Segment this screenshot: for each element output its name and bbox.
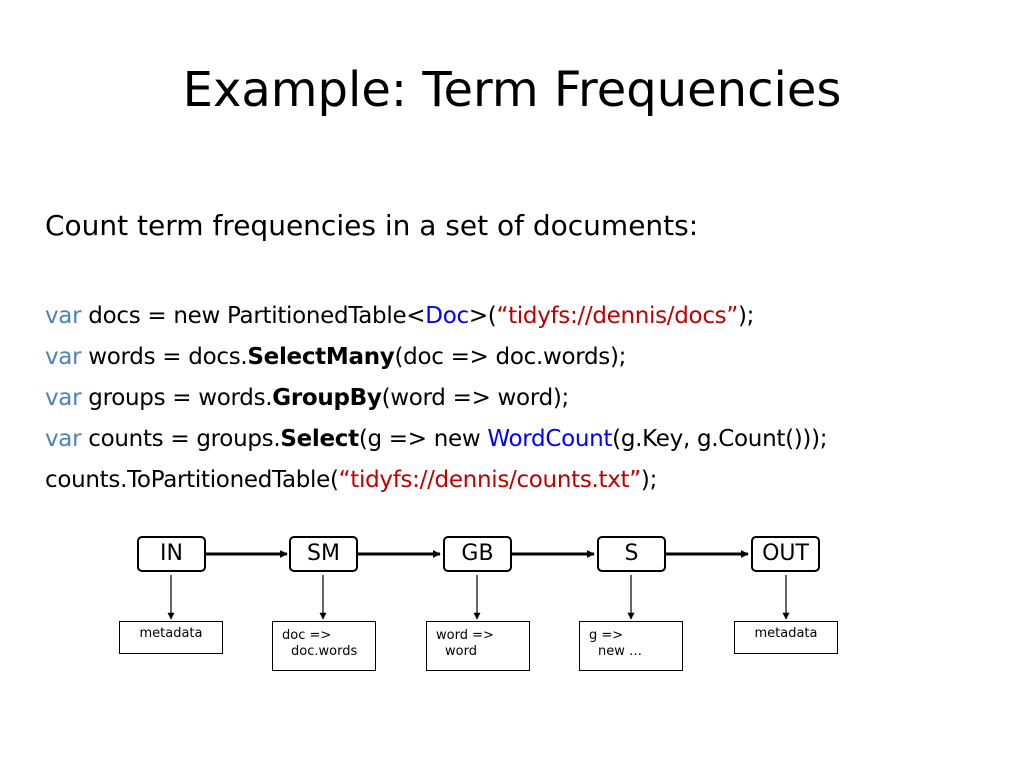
slide-title: Example: Term Frequencies xyxy=(182,62,842,118)
intro-text: Count term frequencies in a set of docum… xyxy=(45,209,699,242)
var-keyword: var xyxy=(45,344,82,370)
code-text: ); xyxy=(737,303,755,329)
method-name: Select xyxy=(280,426,359,452)
code-text: (g => new xyxy=(358,426,488,452)
method-name: GroupBy xyxy=(272,385,382,411)
type-name: WordCount xyxy=(487,426,613,452)
code-text: counts = groups. xyxy=(81,426,281,452)
code-text: >( xyxy=(468,303,497,329)
code-line-docs: var docs = new PartitionedTable<Doc>(“ti… xyxy=(45,296,827,337)
var-keyword: var xyxy=(45,385,82,411)
stage-gb: GB xyxy=(443,536,512,572)
stage-out: OUT xyxy=(751,536,820,572)
detail-box-in: metadata xyxy=(119,621,223,654)
code-block: var docs = new PartitionedTable<Doc>(“ti… xyxy=(45,296,828,501)
code-text: (word => word); xyxy=(381,385,570,411)
code-line-counts: var counts = groups.Select(g => new Word… xyxy=(45,419,828,460)
string-literal: “tidyfs://dennis/docs” xyxy=(496,303,738,329)
detail-text: g => xyxy=(589,628,624,643)
code-line-words: var words = docs.SelectMany(doc => doc.w… xyxy=(45,337,827,378)
code-text: docs = new PartitionedTable< xyxy=(81,303,426,329)
code-line-output: counts.ToPartitionedTable(“tidyfs://denn… xyxy=(45,460,827,501)
stage-in: IN xyxy=(137,536,206,572)
code-text: groups = words. xyxy=(81,385,273,411)
detail-text: word => xyxy=(436,628,494,643)
detail-box-s: g => new … xyxy=(579,621,683,671)
detail-box-gb: word => word xyxy=(426,621,530,671)
stage-s: S xyxy=(597,536,666,572)
code-text: words = docs. xyxy=(81,344,248,370)
code-text: (doc => doc.words); xyxy=(394,344,627,370)
stage-sm: SM xyxy=(289,536,358,572)
code-text: (g.Key, g.Count())); xyxy=(612,426,828,452)
code-line-groups: var groups = words.GroupBy(word => word)… xyxy=(45,378,827,419)
detail-text: metadata xyxy=(754,626,818,641)
var-keyword: var xyxy=(45,426,82,452)
string-literal: “tidyfs://dennis/counts.txt” xyxy=(338,467,642,493)
detail-text: doc => xyxy=(282,628,332,643)
code-text: ); xyxy=(640,467,658,493)
var-keyword: var xyxy=(45,303,82,329)
detail-text: new … xyxy=(598,644,643,659)
method-name: SelectMany xyxy=(247,344,395,370)
detail-box-sm: doc => doc.words xyxy=(272,621,376,671)
detail-text: doc.words xyxy=(291,644,358,659)
detail-box-out: metadata xyxy=(734,621,838,654)
code-text: counts.ToPartitionedTable( xyxy=(45,467,339,493)
detail-text: metadata xyxy=(139,626,203,641)
type-name: Doc xyxy=(425,303,469,329)
detail-text: word xyxy=(445,644,477,659)
